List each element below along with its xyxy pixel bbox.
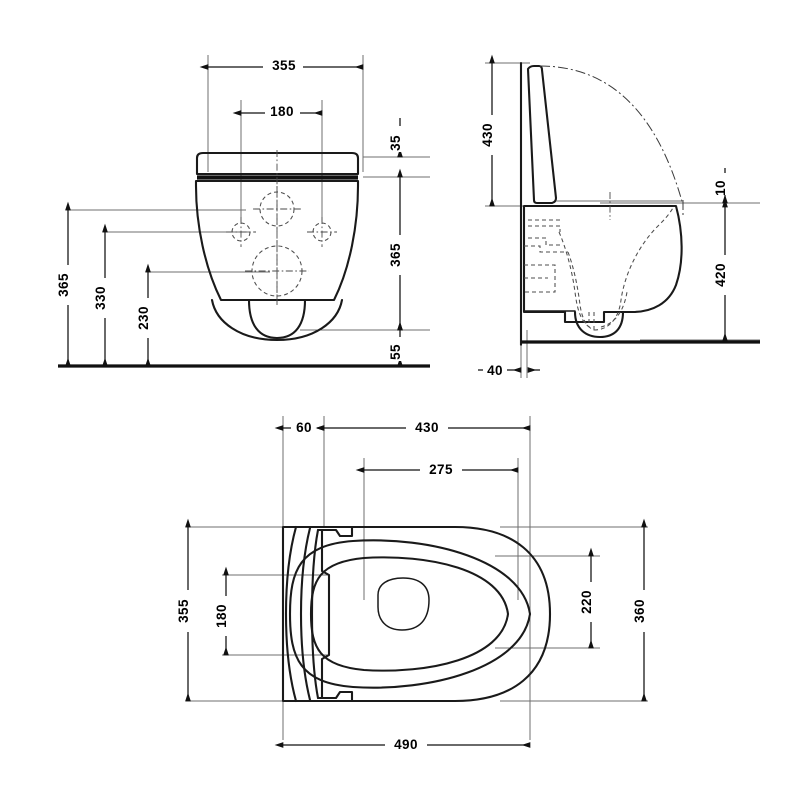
dim-label-side-430: 430 [480, 123, 495, 147]
dimension-front-180: 180 [232, 103, 323, 119]
top-extension-lines [186, 416, 648, 740]
dimension-side-420: 420 [713, 198, 734, 342]
dimension-top-220: 220 [579, 547, 600, 649]
front-bolt-hole-left [226, 217, 256, 247]
dimension-top-430: 430 [315, 419, 531, 435]
dim-label-side-40: 40 [487, 363, 503, 378]
top-trapway-marking [377, 577, 430, 631]
dimension-side-10: 10 [713, 168, 734, 204]
dim-label-top-275: 275 [429, 462, 453, 477]
dim-label-front-330: 330 [93, 286, 108, 310]
top-hinge-notch-lower [320, 690, 354, 703]
dimension-front-55: 55 [388, 321, 409, 367]
dim-label-front-365-left: 365 [56, 273, 71, 297]
dimension-top-275: 275 [355, 461, 519, 477]
dimension-top-360: 360 [632, 518, 653, 702]
top-hinge-assembly [284, 525, 354, 703]
dim-label-front-230: 230 [136, 306, 151, 330]
dimension-top-180: 180 [214, 566, 235, 656]
dim-label-front-365-right: 365 [388, 243, 403, 267]
top-seat-inner-ring [309, 556, 510, 672]
dimension-front-35: 35 [388, 118, 409, 158]
front-elevation-view: 355 180 35 365 55 36 [56, 55, 430, 368]
dimension-top-490: 490 [274, 736, 531, 752]
side-hidden-trapway [524, 205, 675, 331]
dim-label-top-355: 355 [176, 599, 191, 623]
dim-label-front-180: 180 [270, 104, 294, 119]
dim-label-front-55: 55 [388, 344, 403, 360]
dimension-front-330: 330 [93, 223, 114, 367]
dim-label-front-355: 355 [272, 58, 296, 73]
dimension-front-365-left: 365 [56, 201, 77, 367]
dimension-front-365-right: 365 [388, 168, 409, 331]
front-trap-outline [247, 298, 307, 340]
dim-label-top-180: 180 [214, 604, 229, 628]
front-bowl-outline [194, 179, 360, 302]
dimension-top-355: 355 [176, 518, 197, 702]
side-outlet-skirt [573, 310, 625, 339]
top-hinge-bracket [316, 528, 331, 700]
front-bowl-underside [210, 298, 344, 342]
top-hinge-mid-curve [299, 526, 312, 702]
dim-label-top-360: 360 [632, 599, 647, 623]
dim-label-top-490: 490 [394, 737, 418, 752]
dim-label-side-420: 420 [713, 263, 728, 287]
dim-label-top-220: 220 [579, 590, 594, 614]
side-lid-swing-arc [539, 65, 684, 206]
side-bowl-outline [522, 204, 683, 324]
front-fixing-marks [226, 150, 337, 305]
dimension-front-230: 230 [136, 263, 157, 367]
front-bolt-hole-right [307, 217, 337, 247]
dimension-front-355: 355 [199, 57, 364, 73]
dim-label-top-430: 430 [415, 420, 439, 435]
dimension-side-430: 430 [480, 54, 501, 207]
front-extension-lines [66, 55, 430, 331]
dim-label-top-60: 60 [296, 420, 312, 435]
dim-label-side-10: 10 [713, 180, 728, 196]
front-seat-lid [195, 151, 360, 176]
top-hinge-notch-upper [320, 525, 354, 538]
dimension-side-40: 40 [478, 362, 540, 378]
top-hinge-outer-curve [284, 525, 298, 703]
top-plan-view: 60 430 275 490 355 1 [176, 416, 653, 752]
side-elevation-view: 430 10 420 40 [478, 54, 760, 378]
top-ceramic-outline [281, 525, 552, 703]
dim-label-front-35: 35 [388, 135, 403, 151]
top-hinge-inner-curve [310, 528, 320, 700]
side-raised-lid [526, 64, 558, 205]
front-wc-body [194, 151, 360, 342]
dimension-top-60: 60 [274, 419, 325, 435]
top-seat-outer-ring [288, 539, 532, 689]
